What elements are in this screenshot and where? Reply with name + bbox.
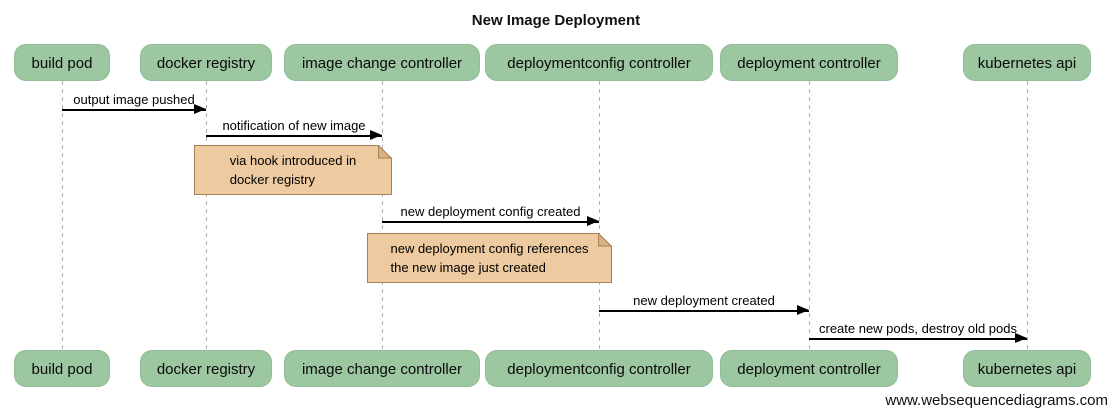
note-text: via hook introduced in docker registry (230, 151, 356, 189)
actor-image-change-controller-bottom: image change controller (284, 350, 480, 387)
note-fold-icon (378, 145, 392, 159)
actor-build-pod-bottom: build pod (14, 350, 110, 387)
message-label: notification of new image (222, 118, 366, 133)
actor-kubernetes-api-top: kubernetes api (963, 44, 1091, 81)
note-config-references: new deployment config references the new… (367, 233, 612, 283)
lifeline-image-change-controller (382, 81, 383, 350)
message-line (62, 109, 206, 111)
arrowhead-right-icon (370, 130, 382, 140)
actor-image-change-controller-top: image change controller (284, 44, 480, 81)
arrowhead-right-icon (194, 104, 206, 114)
message-line (206, 135, 382, 137)
arrowhead-right-icon (587, 216, 599, 226)
message-create-new-pods-destroy-old-pods: create new pods, destroy old pods (809, 320, 1027, 345)
arrowhead-right-icon (1015, 333, 1027, 343)
lifeline-kubernetes-api (1027, 81, 1028, 350)
message-label: output image pushed (73, 92, 195, 107)
message-line (382, 221, 599, 223)
message-line (599, 310, 809, 312)
note-text: new deployment config references the new… (390, 239, 588, 277)
note-line: docker registry (229, 172, 315, 187)
actor-kubernetes-api-bottom: kubernetes api (963, 350, 1091, 387)
lifeline-deployment-controller (809, 81, 810, 350)
message-label: create new pods, destroy old pods (818, 321, 1017, 336)
message-label: new deployment config created (400, 204, 581, 219)
note-line: new deployment config references (390, 241, 589, 256)
message-new-deployment-config-created: new deployment config created (382, 203, 599, 228)
message-line (809, 338, 1027, 340)
note-fold-icon (598, 233, 612, 247)
message-notification-of-new-image: notification of new image (206, 117, 382, 142)
actor-docker-registry-top: docker registry (140, 44, 272, 81)
lifeline-docker-registry (206, 81, 207, 350)
actor-docker-registry-bottom: docker registry (140, 350, 272, 387)
watermark-websequencediagrams: www.websequencediagrams.com (885, 392, 1108, 409)
diagram-title: New Image Deployment (471, 12, 641, 29)
note-line: via hook introduced in (229, 153, 357, 168)
message-new-deployment-created: new deployment created (599, 292, 809, 317)
actor-deploymentconfig-controller-bottom: deploymentconfig controller (485, 350, 713, 387)
actor-deploymentconfig-controller-top: deploymentconfig controller (485, 44, 713, 81)
arrowhead-right-icon (797, 305, 809, 315)
actor-deployment-controller-bottom: deployment controller (720, 350, 898, 387)
note-via-hook: via hook introduced in docker registry (194, 145, 392, 195)
actor-build-pod-top: build pod (14, 44, 110, 81)
message-output-image-pushed: output image pushed (62, 91, 206, 116)
lifeline-build-pod (62, 81, 63, 350)
actor-deployment-controller-top: deployment controller (720, 44, 898, 81)
lifeline-deploymentconfig-controller (599, 81, 600, 350)
message-label: new deployment created (633, 293, 775, 308)
note-line: the new image just created (390, 260, 546, 275)
